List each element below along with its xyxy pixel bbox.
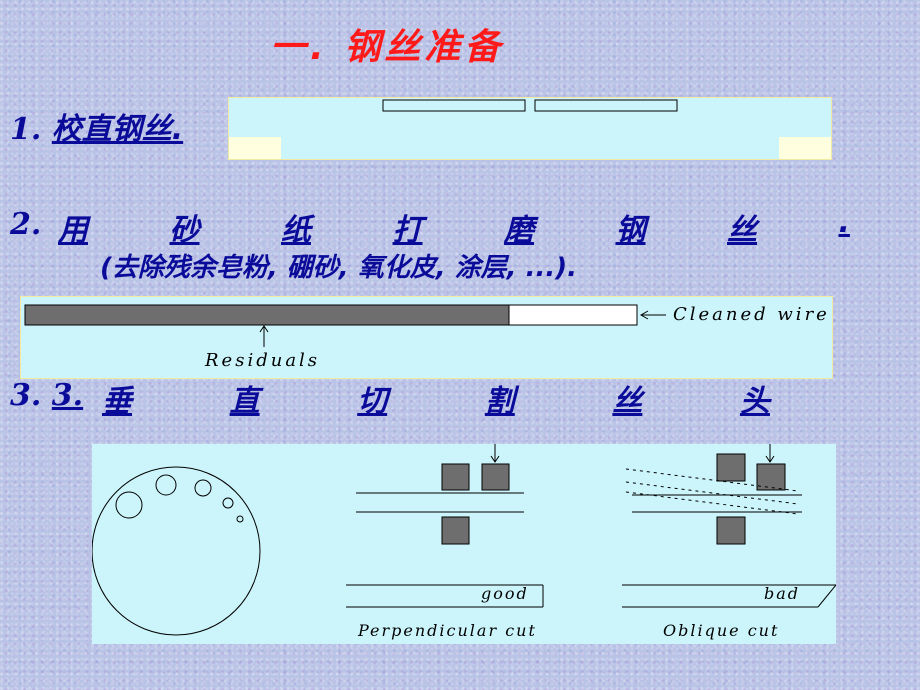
obl-cutter-right [756,463,786,491]
residuals-label: Residuals [204,350,320,371]
step-3-char-1: 直 [229,384,260,419]
perp-cutter-bottom [441,516,470,545]
cleaned-arrow-head [639,310,649,320]
step-2-char-7: . [838,205,850,240]
straight-wire-figure [229,99,831,159]
step-2-note: (去除残余皂粉, 硼砂, 氧化皮, 涂层, ...). [100,253,577,283]
step-2-char-3: 打 [392,213,423,248]
step-3-number: 3. [10,378,42,413]
obl-cutter-bottom [716,516,746,545]
bad-label: bad [764,584,800,603]
step-3-text[interactable]: 垂 直 切 割 丝 头 [102,376,770,420]
step-3-char-4: 丝 [612,384,643,419]
bubble-2 [155,474,177,496]
step-2-char-2: 纸 [281,213,311,248]
cleaned-wire-figure: Cleaned wire Residuals [24,304,830,371]
step-2-char-5: 钢 [615,213,646,248]
bubble-1 [115,491,143,519]
obl-guide-3 [625,491,799,515]
residual-arrow-head [259,325,269,333]
obl-cutter-left [716,453,746,482]
step-2-char-4: 磨 [504,213,534,248]
step-2-char-6: 丝 [727,213,757,248]
good-label: good [481,584,529,603]
step-2-char-1: 砂 [169,213,200,248]
step-3-char-5: 头 [739,384,770,419]
perp-cutter-left [441,463,470,491]
panel-corner-right [779,137,831,159]
panel-corner-left [229,137,281,159]
step-2-number: 2. [10,207,42,242]
step-2-text[interactable]: 用 砂 纸 打 磨 钢 丝 . [58,205,850,249]
step-3-char-2: 切 [357,384,388,419]
step-2-char-0: 用 [58,213,88,248]
step-3-number-link[interactable]: 3. [51,378,84,413]
obl-guide-2 [625,481,799,505]
step-3-char-0: 垂 [102,384,132,419]
residual-coating [24,304,510,326]
step-1: 1. 校直钢丝. [10,104,183,148]
perp-cutter-right [481,463,510,491]
step-1-link[interactable]: 校直钢丝. [51,112,184,147]
step-1-number: 1. [10,112,42,147]
slide-title: 一. 钢丝准备 [270,27,505,68]
cleaned-wire-label: Cleaned wire [673,304,830,325]
oblique-label: Oblique cut [663,621,779,640]
bubble-5 [236,515,244,523]
step-3-char-3: 割 [484,384,515,419]
wire-end-circle [91,466,261,636]
cut-figure-panel: good Perpendicular cut bad Oblique cut [91,444,837,644]
cut-figure: good Perpendicular cut bad Oblique cut [91,444,837,640]
wire-segment-right [534,99,678,112]
step-3: 3. 3. [10,378,83,413]
bubble-4 [222,497,234,509]
perpendicular-label: Perpendicular cut [357,621,537,640]
bubble-3 [194,479,212,497]
obl-arrow-head [765,455,775,463]
perp-arrow-head [490,455,500,463]
cleaned-wire-panel: Cleaned wire Residuals [20,296,833,379]
bad-wire-end [817,584,837,608]
obl-guide-1 [625,468,799,492]
wire-segment-left [382,99,526,112]
straight-wire-panel [228,97,832,160]
